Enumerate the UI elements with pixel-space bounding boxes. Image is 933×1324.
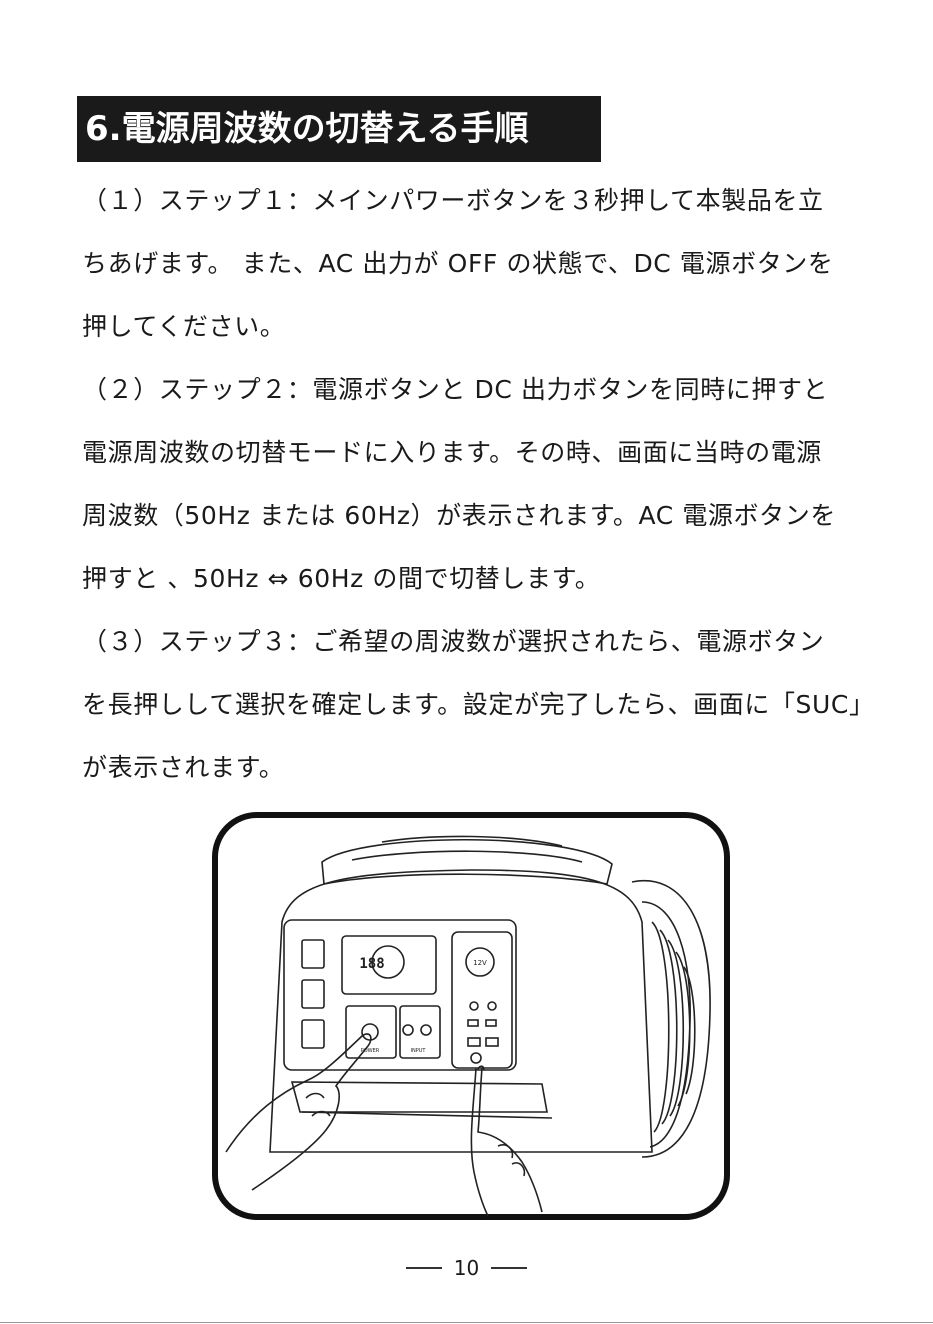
step2-line-2: 電源周波数の切替モードに入ります。その時、画面に当時の電源 [82,438,822,467]
footer-dash-right [491,1267,528,1269]
step2-line-3: 周波数（50Hz または 60Hz）が表示されます。AC 電源ボタンを [82,501,836,530]
right-hand [477,1067,543,1213]
front-panel [283,919,517,1071]
bottom-rule [0,1322,933,1323]
section-heading: 6.電源周波数の切替える手順 [77,96,601,162]
step1-line-3: 押してください。 [82,312,286,341]
ac-outlet-1 [301,939,325,969]
dc-output-button [470,1052,482,1064]
device-illustration: 188 POWER INPUT 12V [212,812,730,1220]
step2-line-1: （２）ステップ２：電源ボタンと DC 出力ボタンを同時に押すと [82,375,829,404]
lcd-display [341,935,437,995]
step2-line-4: 押すと 、50Hz ⇔ 60Hz の間で切替します。 [82,564,601,593]
step3-line-2: を長押しして選択を確定します。設定が完了したら、画面に「SUC」 [82,690,875,719]
page-footer: 10 [0,1252,933,1284]
illustration-frame [212,812,730,1220]
port-12v-label: 12V [473,959,487,967]
ac-outlet-2 [301,979,325,1009]
page-number: 10 [453,1256,480,1280]
step3-line-1: （３）ステップ３：ご希望の周波数が選択されたら、電源ボタン [82,627,825,656]
device-handle [321,838,613,885]
device-body [269,869,653,1153]
power-label: POWER [361,1048,380,1054]
power-button [361,1023,379,1041]
input-label: INPUT [411,1048,427,1054]
step3-line-3: が表示されます。 [82,753,285,782]
display-digits: 188 [359,956,384,972]
dc-12v-port [465,947,495,977]
ac-outlet-3 [301,1019,325,1049]
step1-line-1: （１）ステップ１：メインパワーボタンを３秒押して本製品を立 [82,186,824,215]
step1-line-2: ちあげます。 また、AC 出力が OFF の状態で、DC 電源ボタンを [82,249,834,278]
left-hand [225,1033,372,1191]
footer-dash-left [405,1267,442,1269]
